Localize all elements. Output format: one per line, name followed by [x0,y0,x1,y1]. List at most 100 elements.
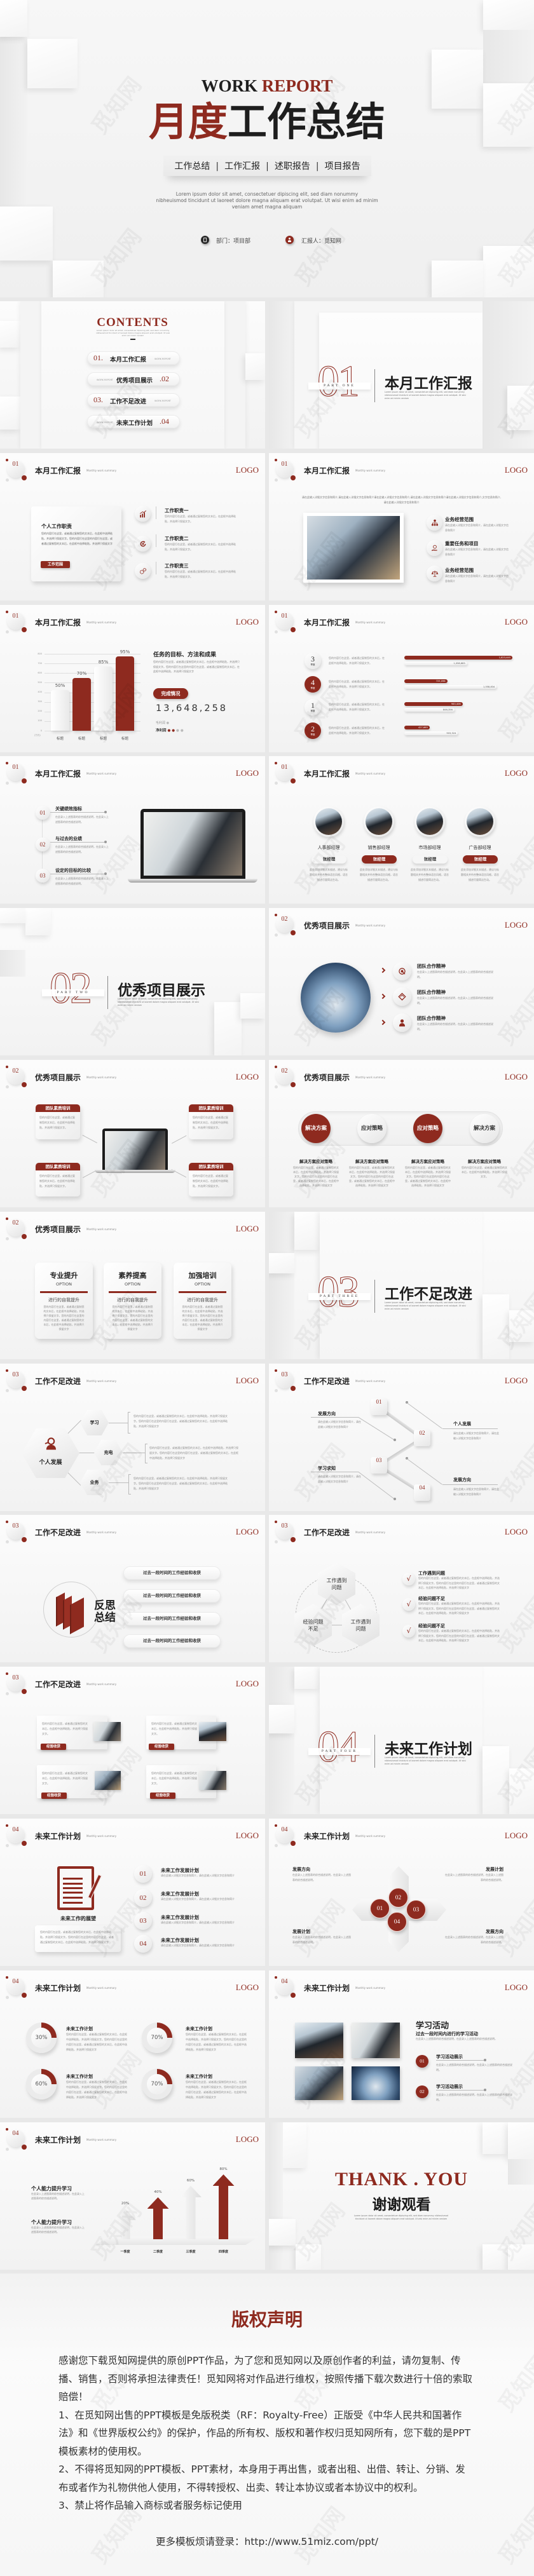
laptop-screen [140,809,245,879]
y-tick-label: 800 [38,652,42,655]
duty-item-text: 您的内容打在这里，或者通过复制您的文本后，在此框中选择粘贴，并选择只保留文字。 [165,543,236,551]
connector-line [109,1482,128,1483]
contents-item-4: WORK REPORT 未来工作计划 .04 [87,415,180,428]
target-icon [393,962,411,980]
bg-cube [0,908,25,923]
eyebrow-title: WORK REPORT [0,76,534,96]
slide-title: 优秀项目展示 [35,1225,81,1234]
section-number-badge: 01 [7,764,24,781]
slide-title: 未来工作计划 [35,2136,81,2145]
bg-cube [296,2244,321,2270]
branch-line [442,1428,498,1429]
person-icon [393,1013,411,1032]
solution-text: 您的内容打在这里，或者通过复制您的文本后，在此框中选择粘贴，并选择只保留文字。您… [405,1166,451,1187]
slide-title: 本月工作汇报 [304,769,350,778]
bg-cube [508,2122,534,2159]
donut-title: 未来工作计划 [186,2074,212,2079]
quarter-label: 一季度 [120,2250,130,2254]
kpi-text: 在此录入上述图表的综合描述说明，在此录入上述图表的综合描述说明。 [55,815,109,824]
copyright-title: 版权声明 [231,2309,303,2330]
donut-chart: 60% [26,2069,57,2099]
donut-label: 30% [31,2028,51,2048]
solution-caption: 解决方案应对策略 [299,1159,332,1164]
avatar [364,806,394,837]
work-scope-button: 工作范围 [41,561,70,568]
branch-text: 请在此输入详细文字信息和简介，请在此输入详细文字信息和简介 [318,1475,361,1483]
slide-subtitle: Monthly work summary [86,1683,117,1686]
category-label: 标题 [56,737,64,741]
header-dot [6,1521,8,1523]
logo: LOGO [235,1224,259,1233]
header-dot [275,459,277,461]
manager-name-badge: 张经理 [312,855,346,864]
avatar-photo [416,808,443,835]
quarter-label: 三季度 [186,2250,196,2254]
bar [72,677,91,731]
section-number-badge: 02 [7,1068,24,1085]
slide-title: 优秀项目展示 [35,1073,81,1082]
slide-title: 本月工作汇报 [35,769,81,778]
gridline [44,682,140,684]
slide-title: 工作不足改进 [304,1528,350,1537]
header-dot [6,630,9,634]
kpi-underline [50,812,105,813]
legend-dots: ●●●● [167,729,185,733]
manager-text: 此处添加详细文本描述，建议与标题相关并符合整体语言风格，语言描述尽量简洁生动。 [360,868,398,881]
connector-line [67,1472,81,1486]
study-number: 02 [416,2085,428,2098]
header-dot [6,1389,9,1392]
header-dot [275,1540,278,1543]
section-number-badge: 01 [276,461,293,478]
cycle-hexagon: 工作遇到问题 [342,1604,380,1646]
header-dot [6,1369,8,1372]
branch-label: 发展方向 [453,1477,471,1482]
header-dot [6,1066,8,1068]
option-text: 您的内容打在这里，或者通过复制您的文本后，在此框中选择粘贴，并选择只保留文字。您… [43,1305,85,1331]
section-lorem: Lorem ipsum dolor sit amet, consectetuer… [385,1301,466,1310]
header-dot [291,1537,296,1542]
manager-role: 市场部经理 [418,845,441,850]
solution-circle: 解决方案 [301,1114,331,1143]
branch-text: 请在此输入详细文字信息和简介，请在此输入详细文字信息和简介 [453,1432,499,1440]
slide-subtitle: Monthly work summary [86,2138,117,2141]
thank-you-subtitle: 谢谢观看 [372,2197,431,2213]
slide-subtitle: Monthly work summary [86,469,117,472]
bg-cube [294,1667,320,1689]
logo: LOGO [235,1376,259,1385]
growth-title: 个人能力提升学习 [31,2186,72,2192]
slide-subtitle: Monthly work summary [86,1228,117,1231]
branch-text: 请在此输入详细文字信息和简介，请在此输入详细文字信息和简介 [318,1420,361,1428]
logo: LOGO [235,465,259,475]
scope-item-title: 业务经营范围 [445,517,474,522]
section-number-badge: 01 [276,613,293,630]
study-item-text: 在此录入上述图表的综合描述说明，在此录入上述图表的综合描述说明。 [436,2093,512,2101]
y-tick-label: 100 [38,719,42,722]
solution-circle: 应对策略 [413,1114,442,1143]
contents-lorem: Lorem ipsum dolor sit amet, consectetuer… [95,329,170,337]
growth-title: 个人能力提升学习 [31,2220,72,2225]
slide-subtitle: Monthly work summary [86,1076,117,1079]
item-label: 工作不足改进 [110,398,147,405]
branch-line [358,1417,395,1441]
bg-panel [320,1667,483,1814]
section-number-badge: 03 [276,1522,293,1540]
section-number-badge: 02 [276,1068,293,1085]
bar-value-label: 50% [55,683,65,689]
header-dot [291,778,296,783]
plans-text-box: 您的内容打在这里，或者通过复制您的文本后，在此框中选择粘贴，并选择只保留文字。您… [35,1925,121,1952]
section-number-badge: 04 [276,1978,293,1995]
slide-section-03: 03 PART THREE 工作不足改进 Lorem ipsum dolor s… [269,1212,534,1359]
category-label: 标题 [99,737,107,741]
photo-team [93,1722,121,1741]
category-label: 标题 [121,737,128,741]
contents-title: CONTENTS [97,316,168,329]
more-templates-link[interactable]: 更多模板烦请登录：http://www.51miz.com/ppt/ [155,2536,378,2547]
header-dot [6,1085,9,1088]
legend-gross-profit: 毛利润 ● [156,721,169,725]
plans-caption: 未来工作的展望 [60,1916,96,1922]
tag-item: 工作汇报 [210,159,260,172]
legend-label: 净利润 [156,729,167,733]
hexagon-business: 业务 [80,1470,109,1495]
